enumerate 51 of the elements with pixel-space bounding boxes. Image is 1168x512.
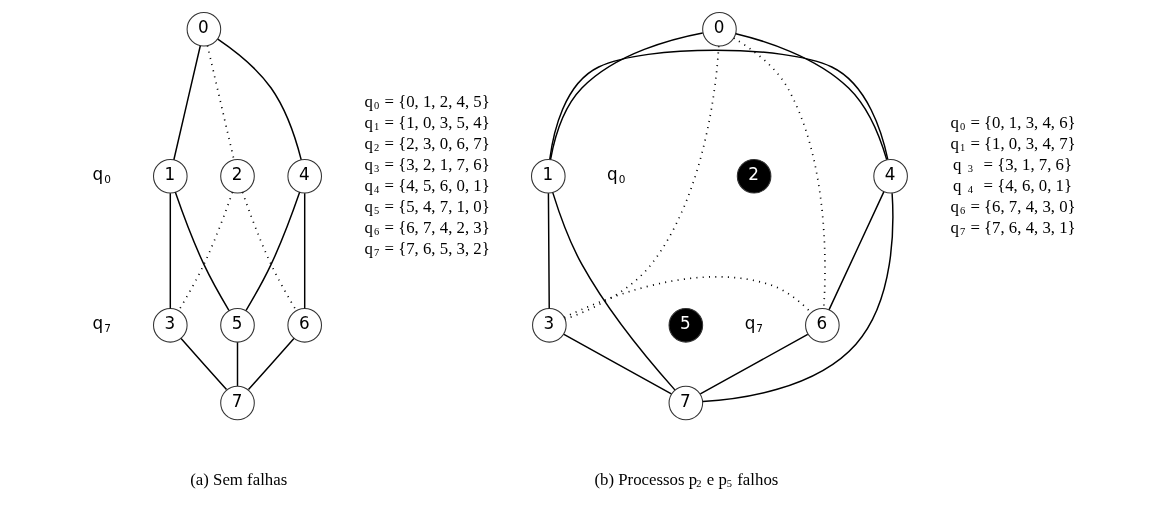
connector [180,337,228,391]
label: q0 [607,164,626,185]
node-circle: 1 [530,158,566,194]
node-circle: 7 [220,385,255,421]
node-circle: 5 [220,307,255,343]
connector [563,276,812,319]
connector [236,341,239,387]
label: q4 = {4, 5, 6, 0, 1} [364,175,490,195]
connector [552,191,676,391]
connector [564,45,720,320]
node-circle: 0 [186,11,222,47]
label: q7 [92,313,111,334]
connector [217,38,302,161]
label: q5 = {5, 4, 7, 1, 0} [364,196,490,216]
node-circle: 3 [532,307,567,343]
node-circle: 2 [736,158,772,194]
label: (a) Sem falhas [190,469,288,489]
connector [247,337,295,391]
node-circle: 2 [220,158,255,194]
label: q2 = {2, 3, 0, 6, 7} [364,133,490,153]
label: q3 = {3, 2, 1, 7, 6} [364,154,490,174]
node-circle: 7 [668,385,704,421]
label: q7 [744,313,763,334]
label: q6 = {6, 7, 4, 2, 3} [364,217,490,237]
connector [549,49,889,160]
label: q0 = {0, 1, 3, 4, 6} [950,112,1076,132]
connector [702,192,894,403]
connector [563,333,673,395]
connector [699,333,809,395]
label: q0 = {0, 1, 2, 4, 5} [364,91,490,111]
connector [735,32,888,161]
label: q7 = {7, 6, 5, 3, 2} [364,238,490,258]
label: q6 = {6, 7, 4, 3, 0} [950,196,1076,216]
node-circle: 4 [287,158,323,194]
label: q0 [92,164,111,185]
node-circle: 1 [152,158,188,194]
connector [173,45,202,161]
connector [169,192,172,309]
node-circle: 3 [152,307,188,343]
connector [547,192,550,309]
label: q1 = {1, 0, 3, 4, 7} [950,133,1076,153]
connector [303,192,306,309]
node-circle: 5 [668,307,704,343]
connector [828,191,885,311]
node-circle: 6 [805,307,840,343]
connector [549,32,704,160]
label: q7 = {7, 6, 4, 3, 1} [950,217,1076,237]
label: q1 = {1, 0, 3, 5, 4} [364,112,490,132]
node-circle: 6 [287,307,323,343]
node-circle: 0 [702,11,737,47]
node-circle: 4 [873,158,908,194]
